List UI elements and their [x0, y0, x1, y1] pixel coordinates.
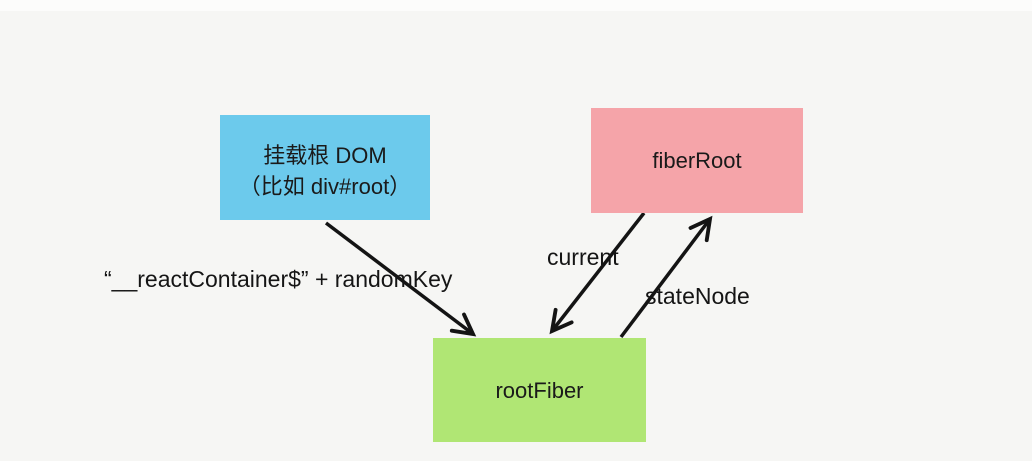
node-mount-dom-label-line2: （比如 div#root）: [238, 173, 412, 199]
node-root-fiber-label: rootFiber: [495, 377, 584, 403]
node-root-fiber: rootFiber: [433, 338, 646, 442]
node-mount-dom: 挂载根 DOM （比如 div#root）: [220, 115, 430, 220]
edge-statenode-arrow: [619, 215, 713, 339]
node-mount-dom-label-line1: 挂载根 DOM: [263, 142, 387, 168]
top-margin: [0, 0, 1032, 11]
node-fiber-root-label: fiberRoot: [652, 148, 742, 173]
node-fiber-root: fiberRoot: [591, 108, 803, 213]
edge-current-arrow: [549, 211, 646, 335]
edge-label-current: current: [547, 244, 619, 270]
edge-label-statenode: stateNode: [645, 283, 750, 309]
edge-label-reactcontainer: “__reactContainer$” + randomKey: [104, 266, 453, 292]
